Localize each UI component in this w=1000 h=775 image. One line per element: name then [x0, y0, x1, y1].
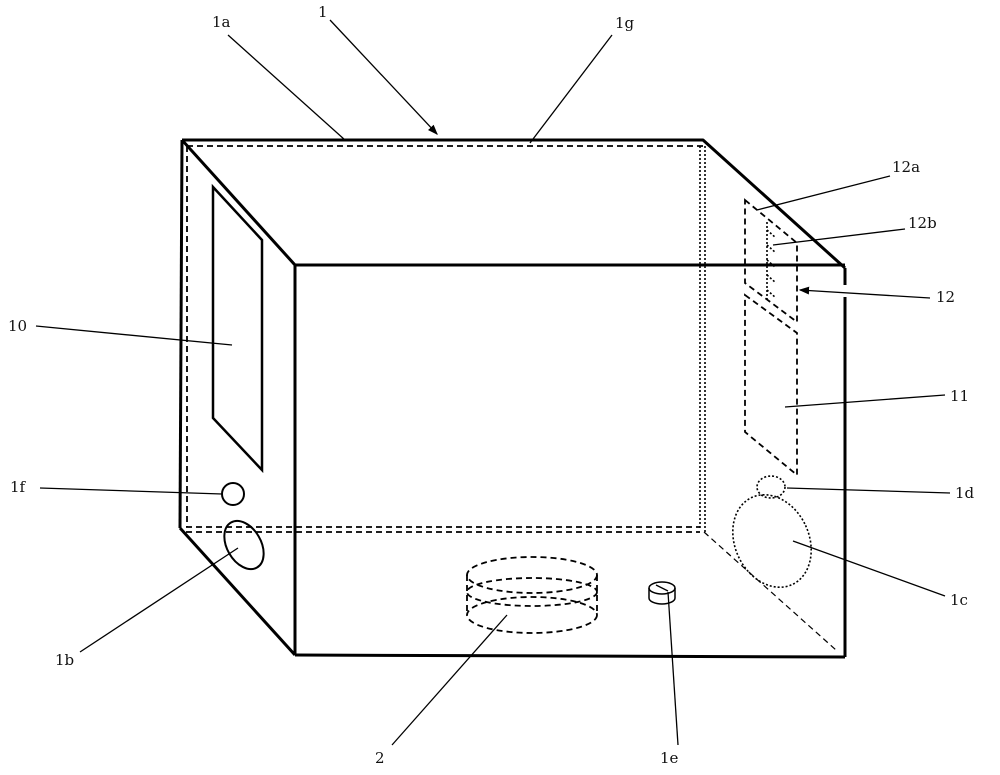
label-1a: 1a	[212, 13, 231, 31]
knob-1e	[649, 582, 675, 604]
label-12: 12	[936, 288, 955, 306]
label-1: 1	[318, 3, 328, 21]
opening-1c	[718, 482, 826, 600]
hidden-back-edges	[186, 146, 836, 650]
label-1e: 1e	[660, 749, 679, 767]
housing-outline	[180, 140, 845, 657]
port-1f	[222, 483, 244, 505]
window-10	[213, 187, 262, 470]
opening-1b	[216, 514, 271, 576]
label-11: 11	[950, 387, 969, 405]
label-10: 10	[8, 317, 27, 335]
label-1f: 1f	[10, 478, 27, 496]
label-1c: 1c	[950, 591, 968, 609]
label-2: 2	[375, 749, 385, 767]
label-12b: 12b	[908, 214, 937, 232]
label-1b: 1b	[55, 651, 74, 669]
cylinder-2	[467, 557, 597, 633]
leader-lines	[36, 20, 950, 745]
label-1g: 1g	[615, 14, 635, 32]
module-11	[745, 295, 797, 475]
label-1d: 1d	[955, 484, 975, 502]
label-12a: 12a	[892, 158, 920, 176]
